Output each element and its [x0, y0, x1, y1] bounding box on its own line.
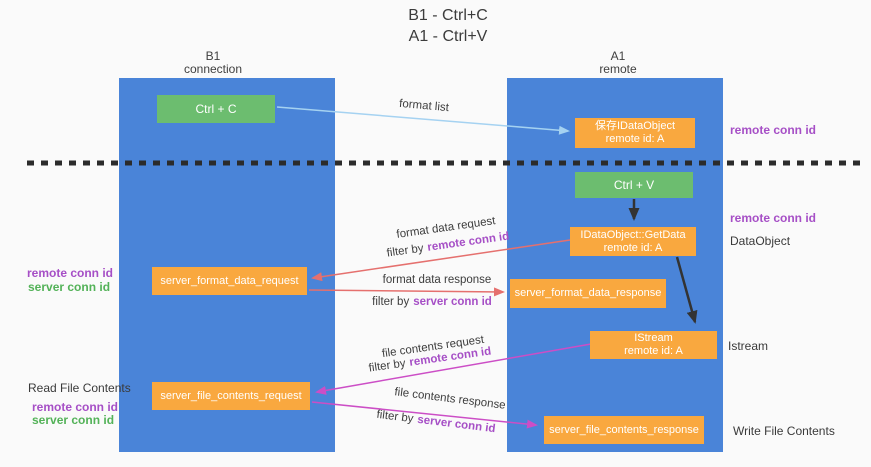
- node-getdata-line1: IDataObject::GetData: [580, 228, 686, 241]
- lane-header-a1: A1 remote: [538, 50, 698, 76]
- lane-b1-name: B1: [205, 49, 221, 63]
- node-istream-line1: IStream: [634, 332, 673, 344]
- server-conn-id-text: server conn id: [416, 413, 497, 436]
- filter-by-text: filter by: [386, 242, 425, 260]
- node-format-response-label: server_format_data_response: [514, 287, 662, 299]
- node-istream-line2: remote id: A: [624, 345, 683, 357]
- server-conn-id-text: server conn id: [413, 296, 492, 308]
- node-server-file-contents-request: server_file_contents_request: [152, 382, 310, 410]
- node-save-idataobject-line2: remote id: A: [605, 133, 665, 145]
- node-file-request-label: server_file_contents_request: [160, 389, 302, 402]
- annotation-remote-conn-id-mid: remote conn id: [730, 211, 817, 225]
- annotation-read-file-contents: Read File Contents: [28, 381, 131, 395]
- annotation-write-file-contents: Write File Contents: [733, 424, 835, 438]
- filter-by-text: filter by: [375, 408, 415, 426]
- diagram-title: B1 - Ctrl+C A1 - Ctrl+V: [348, 5, 548, 47]
- lane-b1-subtitle: connection: [183, 62, 243, 76]
- node-server-format-data-request: server_format_data_request: [152, 267, 307, 295]
- annotation-istream: Istream: [728, 339, 769, 353]
- node-save-idataobject-line1: 保存IDataObject: [594, 120, 676, 132]
- node-idataobject-getdata: IDataObject::GetData remote id: A: [570, 227, 696, 256]
- node-istream: IStream remote id: A: [590, 331, 717, 359]
- node-ctrl-v: Ctrl + V: [575, 172, 693, 198]
- format-list-text: format list: [398, 97, 450, 115]
- edge-label-format-data-response: format data response: [357, 274, 517, 286]
- node-getdata-line2: remote id: A: [603, 241, 663, 254]
- title-line-1: B1 - Ctrl+C: [408, 7, 488, 24]
- filter-by-text: filter by: [372, 296, 410, 308]
- format-data-response-arrow: [308, 287, 505, 297]
- edge-label-format-list: format list: [344, 93, 504, 119]
- annotation-left-remote-conn-id: remote conn id: [27, 266, 114, 280]
- lane-header-b1: B1 connection: [133, 50, 293, 76]
- title-line-2: A1 - Ctrl+V: [408, 28, 488, 45]
- node-ctrl-c: Ctrl + C: [157, 95, 275, 123]
- annotation-dataobject: DataObject: [730, 234, 791, 248]
- lane-a1-name: A1: [610, 49, 626, 63]
- node-server-format-data-response: server_format_data_response: [510, 279, 666, 308]
- node-file-response-label: server_file_contents_response: [549, 423, 699, 436]
- lane-a1-subtitle: remote: [599, 62, 637, 76]
- node-ctrl-v-label: Ctrl + V: [613, 178, 655, 192]
- node-ctrl-c-label: Ctrl + C: [195, 102, 237, 116]
- node-server-file-contents-response: server_file_contents_response: [544, 416, 704, 444]
- file-contents-response-text: file contents response: [393, 386, 507, 412]
- annotation-remote-conn-id-top: remote conn id: [730, 123, 817, 137]
- node-format-request-label: server_format_data_request: [160, 274, 299, 287]
- annotation-left-bottom-server-conn-id: server conn id: [32, 413, 115, 427]
- annotation-left-server-conn-id: server conn id: [28, 280, 111, 294]
- node-save-idataobject: 保存IDataObject remote id: A: [575, 118, 695, 148]
- format-data-response-text: format data response: [382, 274, 492, 286]
- annotation-left-bottom-remote-conn-id: remote conn id: [32, 400, 119, 414]
